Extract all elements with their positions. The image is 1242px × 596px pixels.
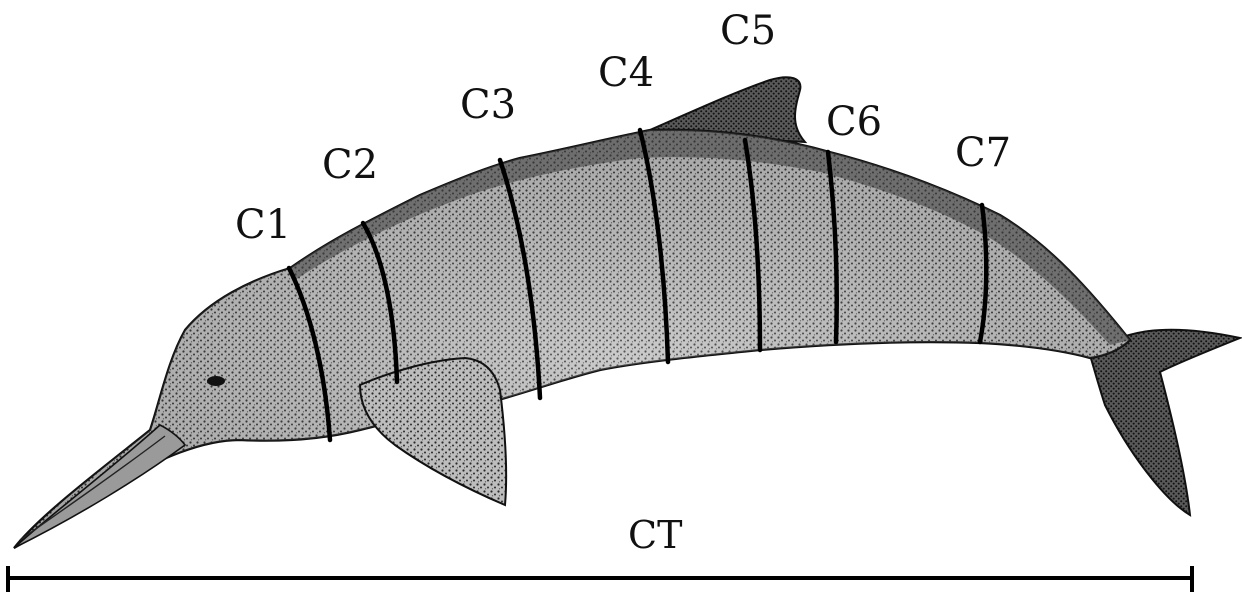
- label-c2: C2: [322, 142, 378, 188]
- label-c1: C1: [235, 202, 291, 248]
- total-length-label: CT: [628, 513, 682, 557]
- label-c3: C3: [460, 82, 516, 128]
- tail-fluke: [1090, 330, 1240, 515]
- total-length-scale: CT: [8, 513, 1192, 592]
- label-c6: C6: [826, 99, 882, 145]
- label-c4: C4: [598, 50, 654, 96]
- eye: [207, 376, 225, 386]
- pectoral-flipper: [360, 358, 506, 505]
- label-c7: C7: [955, 130, 1011, 176]
- label-c5: C5: [720, 8, 776, 54]
- rostrum: [14, 425, 185, 548]
